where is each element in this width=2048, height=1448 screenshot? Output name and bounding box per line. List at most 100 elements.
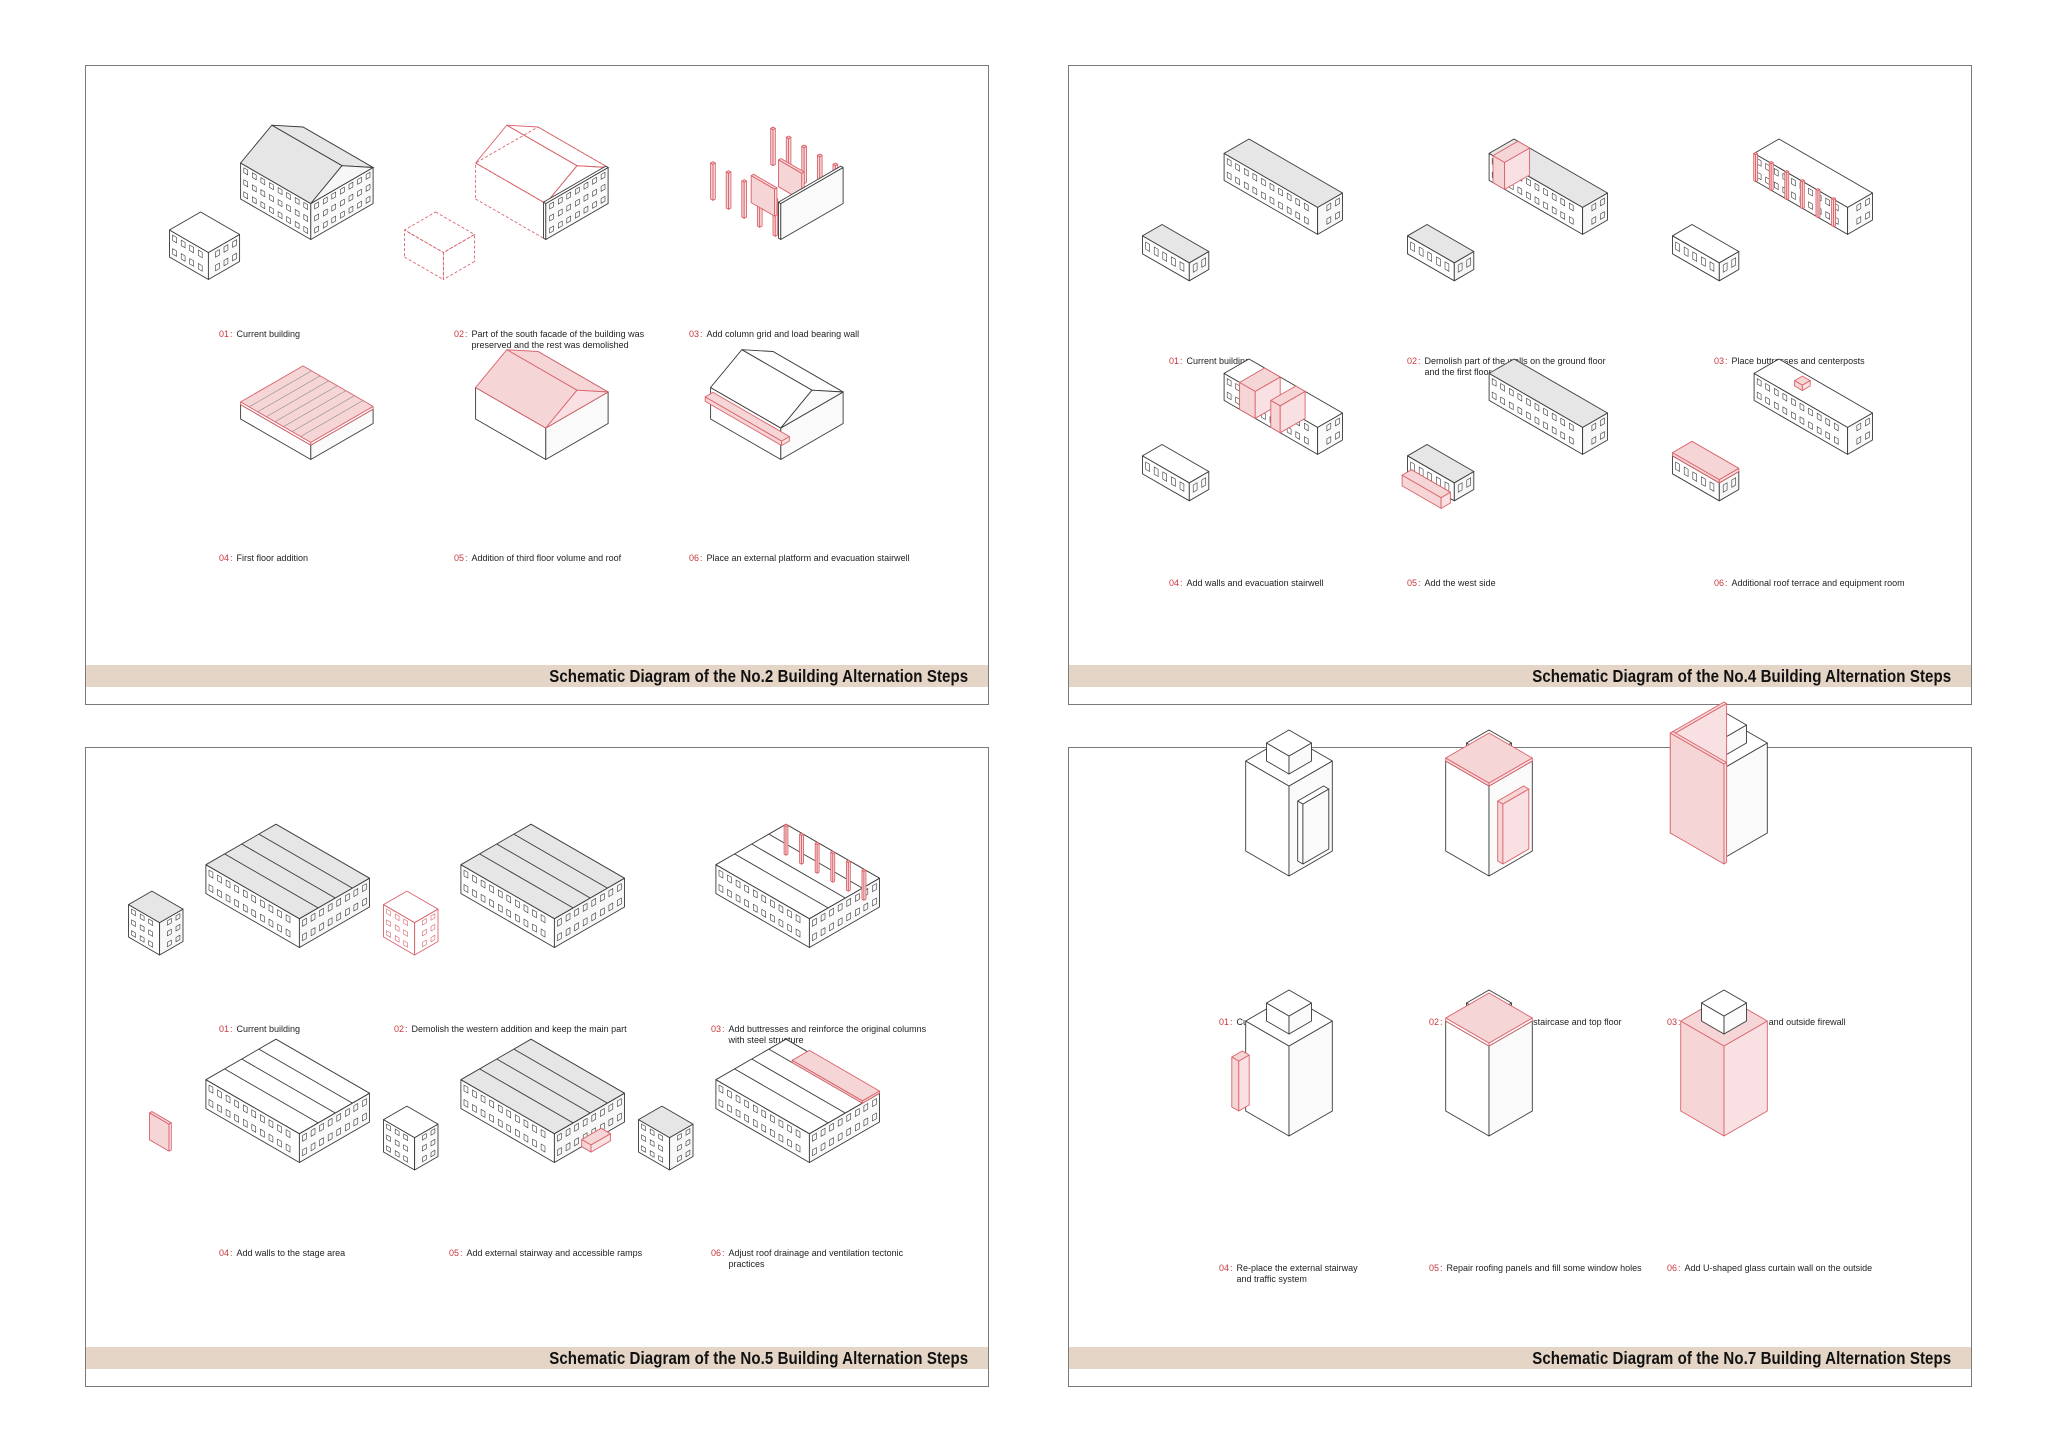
step-drawing (704, 349, 845, 460)
step-separator: : (1440, 1017, 1443, 1027)
step-number: 03 (1667, 1017, 1678, 1027)
step-caption: 05:Addition of third floor volume and ro… (454, 553, 621, 564)
step-drawing (149, 1038, 370, 1163)
step-description: Current building (1186, 356, 1251, 366)
step-number: 06 (689, 553, 700, 563)
roof-terrace-icon (1672, 358, 1899, 536)
step-number: 03 (689, 329, 700, 339)
staircase-removed-icon (1414, 729, 1614, 1008)
external-platform-stair-icon (681, 349, 881, 531)
step-separator: : (1180, 578, 1183, 588)
title-band: Schematic Diagram of the No.5 Building A… (86, 1347, 988, 1369)
step-caption: 01:Current building (219, 329, 300, 340)
step-number: 01 (219, 329, 230, 339)
step-separator: : (1180, 356, 1183, 366)
step-separator: : (700, 329, 703, 339)
step-caption: 06:Place an external platform and evacua… (689, 553, 910, 564)
step-number: 06 (1667, 1263, 1678, 1273)
step-number: 02 (394, 1024, 405, 1034)
step-number: 03 (711, 1024, 722, 1034)
step-description: Add the west side (1424, 578, 1496, 588)
step-description: Add U-shaped glass curtain wall on the o… (1684, 1263, 1873, 1273)
sawtooth-hall-icon (128, 823, 396, 993)
step-caption: 06:Adjust roof drainage and ventilation … (711, 1248, 903, 1269)
diagram-panel: 01:Current building 02:Demolish the weste… (85, 747, 989, 1387)
step-number: 05 (449, 1248, 460, 1258)
step-number: 02 (1407, 356, 1418, 366)
step-caption: 04:Add walls to the stage area (219, 1248, 345, 1259)
step-separator: : (230, 553, 233, 563)
step-caption: 01:Current building (219, 1024, 300, 1035)
step-number: 02 (454, 329, 465, 339)
step-separator: : (1230, 1263, 1233, 1273)
dashed-demolition-outline-icon (404, 124, 646, 311)
west-side-addition-icon (1401, 358, 1634, 536)
step-drawing (1445, 989, 1533, 1137)
step-caption: 05:Repair roofing panels and fill some w… (1429, 1263, 1642, 1274)
stage-walls-icon (149, 1038, 396, 1208)
step-drawing (1407, 138, 1608, 282)
step-caption: 06:Add U-shaped glass curtain wall on th… (1667, 1263, 1872, 1274)
step-caption: 01:Current building (1169, 356, 1250, 367)
step-description: Add column grid and load bearing wall (706, 329, 860, 339)
step-number: 04 (1169, 578, 1180, 588)
step-caption: 03:Add column grid and load bearing wall (689, 329, 859, 340)
step-separator: : (465, 329, 468, 339)
step-number: 05 (1429, 1263, 1440, 1273)
roof-repair-icon (1414, 989, 1614, 1268)
title-band: Schematic Diagram of the No.7 Building A… (1069, 1347, 1971, 1369)
western-addition-removed-icon (383, 823, 651, 993)
title-band: Schematic Diagram of the No.2 Building A… (86, 665, 988, 687)
step-drawing (404, 124, 610, 280)
step-separator: : (1418, 356, 1421, 366)
l-shaped-block-icon (1142, 138, 1369, 316)
step-separator: : (1440, 1263, 1443, 1273)
panel-title: Schematic Diagram of the No.7 Building A… (1531, 1348, 1951, 1368)
step-drawing (638, 1038, 880, 1171)
step-separator: : (1418, 578, 1421, 588)
step-drawing (128, 823, 370, 956)
step-drawing (240, 365, 374, 460)
step-drawing (474, 349, 610, 460)
step-caption: 02:Demolish the western addition and kee… (394, 1024, 627, 1035)
step-number: 05 (454, 553, 465, 563)
step-number: 02 (1429, 1017, 1440, 1027)
step-description: Current building (236, 329, 301, 339)
panel-title: Schematic Diagram of the No.2 Building A… (548, 666, 968, 686)
step-description: Place an external platform and evacuatio… (706, 553, 910, 563)
step-separator: : (405, 1024, 408, 1034)
step-drawing (1401, 358, 1608, 509)
external-ramps-icon (383, 1038, 651, 1208)
step-drawing (1672, 138, 1873, 282)
step-drawing (383, 823, 625, 956)
step-separator: : (722, 1248, 725, 1258)
step-drawing (1669, 701, 1768, 865)
step-caption: 06:Additional roof terrace and equipment… (1714, 578, 1905, 589)
step-separator: : (465, 553, 468, 563)
step-caption: 03:Add buttresses and reinforce the orig… (711, 1024, 926, 1045)
step-drawing (169, 124, 375, 280)
step-description: Add external stairway and accessible ram… (466, 1248, 643, 1258)
step-description: Place buttresses and centerposts (1731, 356, 1865, 366)
step-description: Current building (236, 1024, 301, 1034)
step-number: 03 (1714, 356, 1725, 366)
step-number: 06 (1714, 578, 1725, 588)
buttress-frame-icon (1672, 138, 1899, 316)
step-drawing (383, 1038, 625, 1171)
step-separator: : (460, 1248, 463, 1258)
warehouse-gabled-roof-icon (169, 124, 411, 311)
step-description: Addition of third floor volume and roof (471, 553, 622, 563)
step-separator: : (230, 1248, 233, 1258)
step-description: Adjust roof drainage and ventilation tec… (728, 1248, 904, 1269)
step-drawing (1672, 358, 1873, 502)
floor-slab-volume-icon (211, 361, 411, 531)
step-number: 01 (1169, 356, 1180, 366)
step-separator: : (230, 1024, 233, 1034)
step-separator: : (722, 1024, 725, 1034)
step-number: 06 (711, 1248, 722, 1258)
step-description: Add walls to the stage area (236, 1248, 346, 1258)
